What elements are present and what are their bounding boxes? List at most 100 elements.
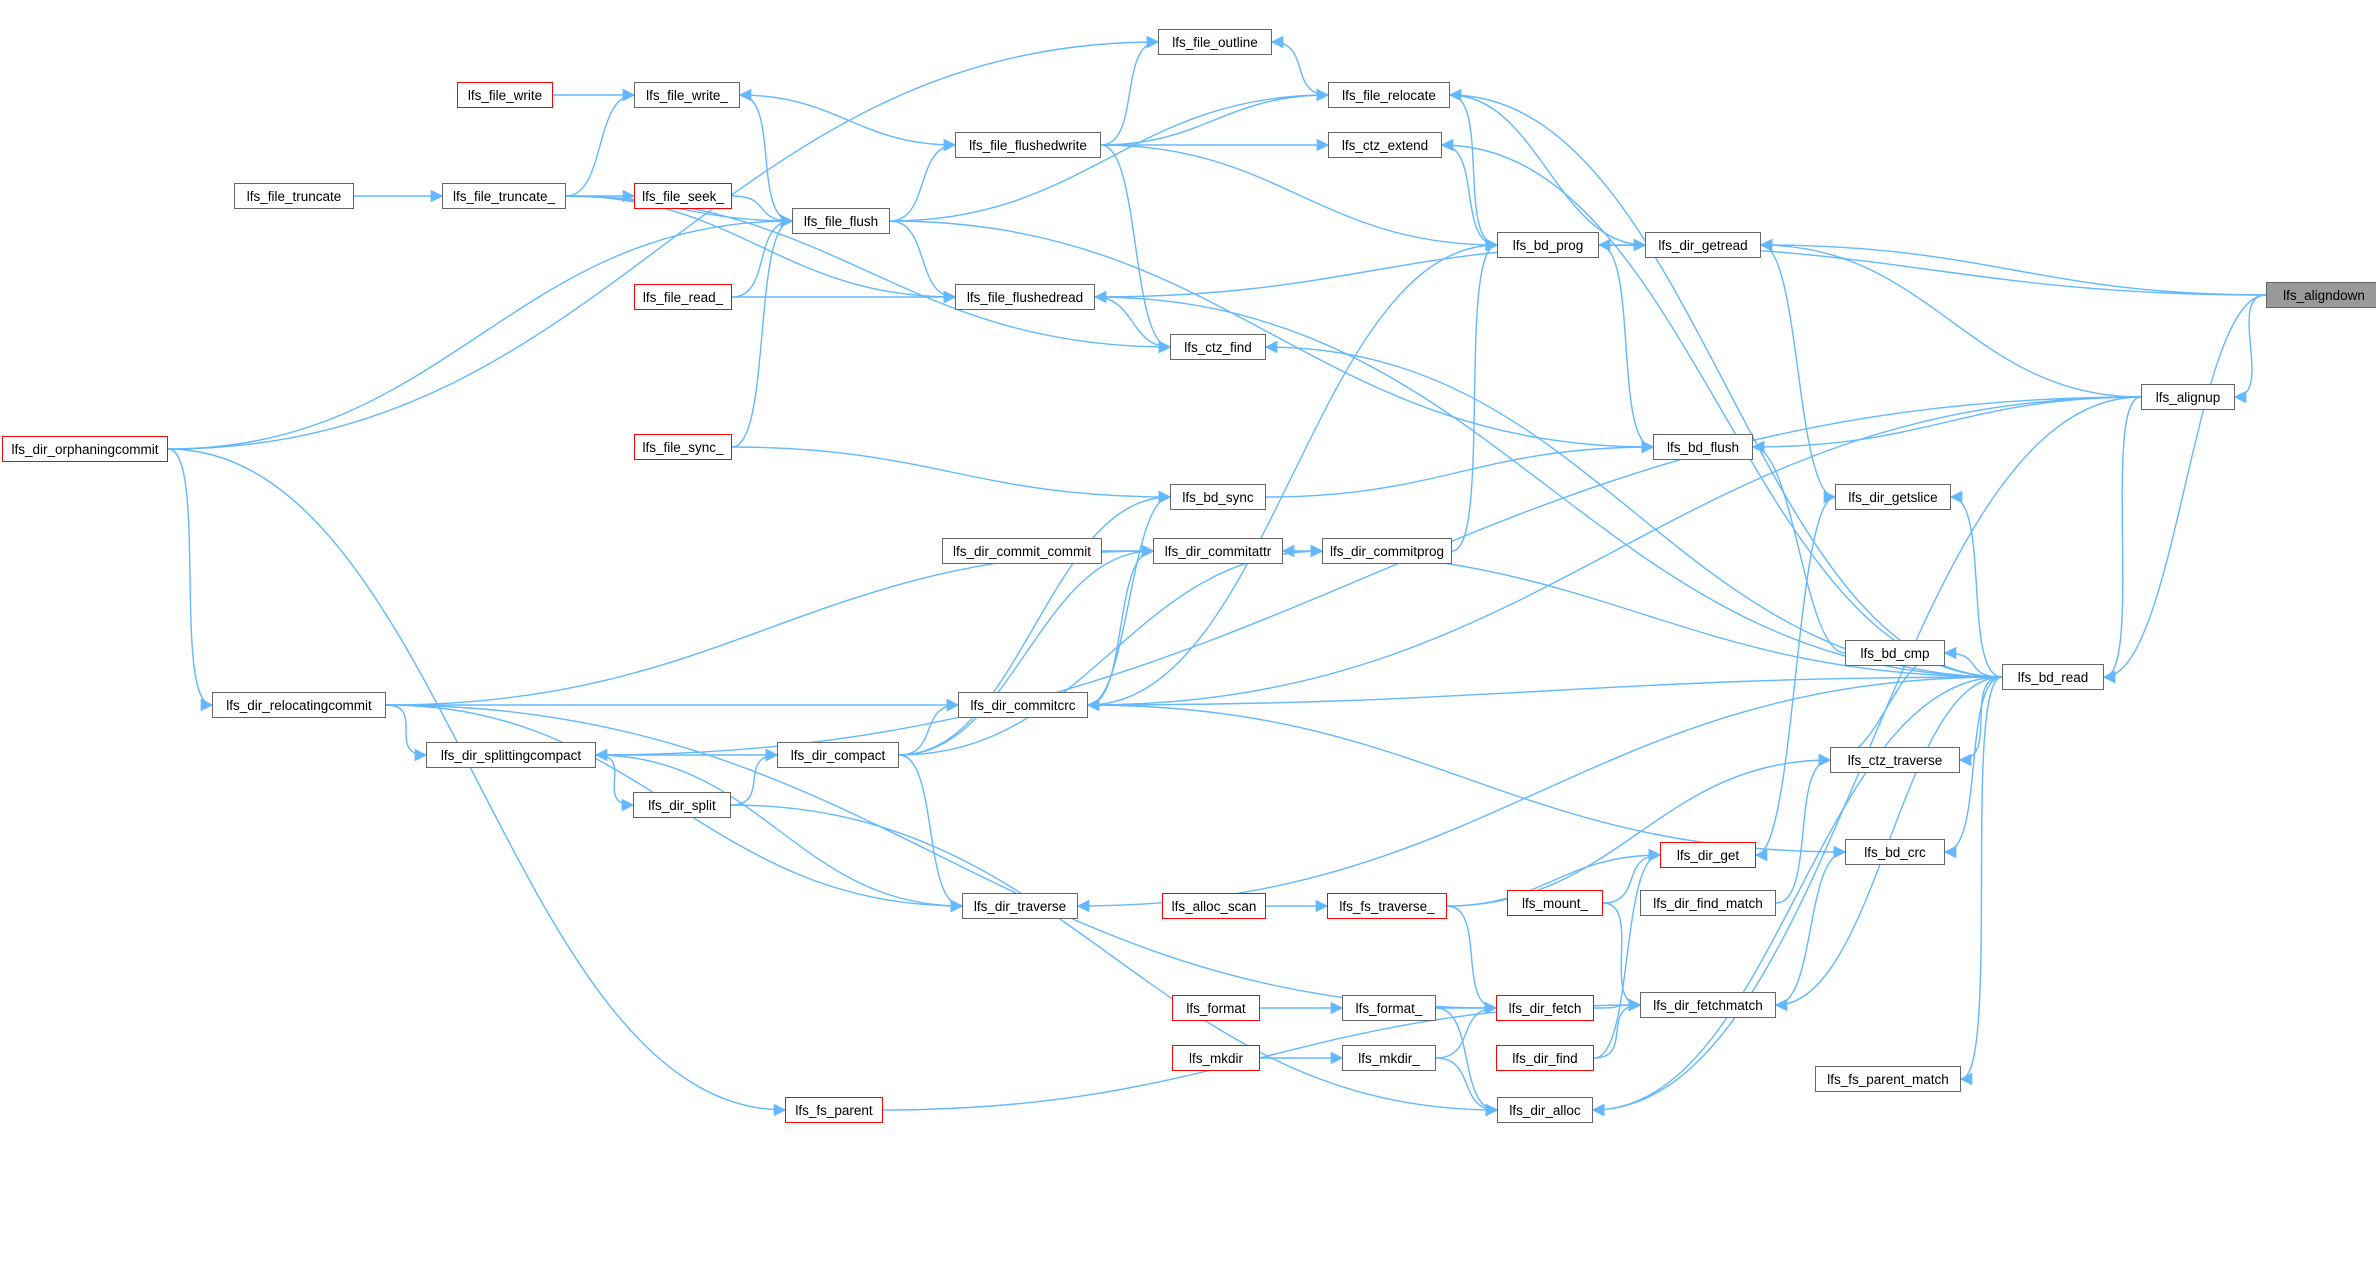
edge-lfs_file_flush-to-lfs_bd_flush: [889, 220, 1655, 454]
edge-lfs_dir_orphaningcommit-to-lfs_dir_relocatingcommit: [167, 448, 214, 712]
edge-lfs_dir_orphaningcommit-to-lfs_file_outline: [167, 35, 1160, 450]
edge-lfs_alignup-to-lfs_bd_flush: [1751, 396, 2142, 454]
edge-lfs_file_relocate-to-lfs_file_outline: [1270, 35, 1329, 96]
edge-lfs_bd_prog-to-lfs_bd_flush: [1598, 244, 1655, 454]
node-lfs-dir-fetch[interactable]: lfs_dir_fetch: [1496, 995, 1594, 1021]
edge-lfs_dir_orphaningcommit-to-lfs_file_flush: [167, 214, 794, 450]
node-lfs-format-underscore[interactable]: lfs_format_: [1342, 995, 1436, 1021]
edge-lfs_fs_traverse_-to-lfs_dir_fetch: [1446, 905, 1498, 1015]
node-lfs-dir-commitcrc[interactable]: lfs_dir_commitcrc: [958, 692, 1088, 718]
edge-lfs_dir_compact-to-lfs_dir_commitprog: [898, 544, 1324, 756]
edge-lfs_dir_relocatingcommit-to-lfs_dir_commitattr: [385, 544, 1155, 706]
node-lfs-file-flush[interactable]: lfs_file_flush: [792, 208, 890, 234]
node-lfs-file-read-underscore[interactable]: lfs_file_read_: [634, 284, 732, 310]
node-lfs-ctz-extend[interactable]: lfs_ctz_extend: [1328, 132, 1442, 158]
edge-lfs_bd_read-to-lfs_file_flushedread: [1093, 290, 2003, 678]
edge-lfs_dir_commitcrc-to-lfs_dir_commitattr: [1087, 544, 1155, 706]
node-lfs-dir-get[interactable]: lfs_dir_get: [1660, 842, 1756, 868]
node-lfs-bd-crc[interactable]: lfs_bd_crc: [1845, 839, 1945, 865]
node-lfs-fs-parent-match[interactable]: lfs_fs_parent_match: [1815, 1066, 1961, 1092]
node-lfs-ctz-find[interactable]: lfs_ctz_find: [1170, 334, 1266, 360]
node-lfs-bd-sync[interactable]: lfs_bd_sync: [1170, 484, 1266, 510]
node-lfs-dir-fetchmatch[interactable]: lfs_dir_fetchmatch: [1640, 992, 1776, 1018]
edge-lfs_dir_compact-to-lfs_dir_commitattr: [898, 544, 1155, 756]
node-lfs-file-truncate-underscore[interactable]: lfs_file_truncate_: [442, 183, 566, 209]
edge-lfs_dir_fetchmatch-to-lfs_bd_crc: [1775, 845, 1847, 1006]
node-lfs-file-seek-underscore[interactable]: lfs_file_seek_: [634, 183, 732, 209]
edge-lfs_aligndown-to-lfs_dir_getread: [1759, 238, 2267, 296]
node-lfs-dir-relocatingcommit[interactable]: lfs_dir_relocatingcommit: [212, 692, 386, 718]
edge-lfs_dir_compact-to-lfs_bd_sync: [898, 490, 1172, 756]
edge-lfs_file_flushedwrite-to-lfs_bd_prog: [1100, 144, 1499, 252]
edge-lfs_aligndown-to-lfs_alignup: [2233, 294, 2267, 404]
edge-lfs_file_sync_-to-lfs_bd_sync: [731, 446, 1172, 504]
node-lfs-bd-prog[interactable]: lfs_bd_prog: [1497, 232, 1599, 258]
edge-lfs_dir_split-to-lfs_dir_compact: [730, 748, 779, 806]
edge-lfs_file_seek_-to-lfs_file_flush: [731, 195, 794, 228]
node-lfs-mkdir-underscore[interactable]: lfs_mkdir_: [1342, 1045, 1436, 1071]
node-lfs-fs-traverse-underscore[interactable]: lfs_fs_traverse_: [1327, 893, 1447, 919]
node-lfs-dir-orphaningcommit[interactable]: lfs_dir_orphaningcommit: [2, 436, 168, 462]
edge-lfs_file_flushedwrite-to-lfs_ctz_find: [1100, 144, 1172, 354]
node-lfs-file-flushedread[interactable]: lfs_file_flushedread: [955, 284, 1095, 310]
edge-lfs_file_flush-to-lfs_file_relocate: [889, 88, 1330, 222]
edge-lfs_dir_find-to-lfs_dir_get: [1593, 848, 1662, 1059]
edge-lfs_dir_splittingcompact-to-lfs_dir_traverse: [595, 754, 964, 913]
node-lfs-file-truncate[interactable]: lfs_file_truncate: [234, 183, 354, 209]
node-lfs-dir-alloc[interactable]: lfs_dir_alloc: [1497, 1097, 1593, 1123]
node-lfs-format[interactable]: lfs_format: [1172, 995, 1260, 1021]
node-lfs-dir-traverse[interactable]: lfs_dir_traverse: [962, 893, 1078, 919]
edge-lfs_dir_relocatingcommit-to-lfs_dir_fetch: [385, 704, 1498, 1015]
node-lfs-file-outline[interactable]: lfs_file_outline: [1158, 29, 1272, 55]
edge-lfs_dir_relocatingcommit-to-lfs_dir_splittingcompact: [385, 704, 428, 762]
node-lfs-dir-splittingcompact[interactable]: lfs_dir_splittingcompact: [426, 742, 596, 768]
node-lfs-file-relocate[interactable]: lfs_file_relocate: [1328, 82, 1450, 108]
edge-lfs_alignup-to-lfs_dir_splittingcompact: [594, 396, 2142, 762]
node-lfs-dir-compact[interactable]: lfs_dir_compact: [777, 742, 899, 768]
node-lfs-file-sync-underscore[interactable]: lfs_file_sync_: [634, 434, 732, 460]
edge-lfs_aligndown-to-lfs_bd_read: [2102, 294, 2267, 684]
node-lfs-dir-commitprog[interactable]: lfs_dir_commitprog: [1322, 538, 1452, 564]
node-lfs-fs-parent[interactable]: lfs_fs_parent: [785, 1097, 883, 1123]
node-lfs-bd-flush[interactable]: lfs_bd_flush: [1653, 434, 1753, 460]
node-lfs-file-write[interactable]: lfs_file_write: [457, 82, 553, 108]
node-lfs-dir-find-match[interactable]: lfs_dir_find_match: [1640, 890, 1776, 916]
node-lfs-dir-getslice[interactable]: lfs_dir_getslice: [1835, 484, 1951, 510]
edge-lfs_mount_-to-lfs_dir_fetchmatch: [1602, 902, 1642, 1012]
node-lfs-alignup[interactable]: lfs_alignup: [2141, 384, 2235, 410]
node-lfs-file-write-underscore[interactable]: lfs_file_write_: [634, 82, 740, 108]
edge-lfs_file_write_-to-lfs_file_flushedwrite: [739, 94, 957, 152]
edge-lfs_dir_commitcrc-to-lfs_bd_sync: [1087, 490, 1172, 706]
node-lfs-bd-cmp[interactable]: lfs_bd_cmp: [1845, 640, 1945, 666]
edge-lfs_file_flush-to-lfs_file_flushedwrite: [889, 138, 957, 222]
edge-lfs_dir_orphaningcommit-to-lfs_fs_parent: [167, 448, 787, 1117]
node-lfs-dir-commit-commit[interactable]: lfs_dir_commit_commit: [942, 538, 1102, 564]
node-lfs-dir-getread[interactable]: lfs_dir_getread: [1645, 232, 1761, 258]
node-lfs-mount-underscore[interactable]: lfs_mount_: [1507, 890, 1603, 916]
edge-lfs_bd_sync-to-lfs_bd_flush: [1265, 440, 1655, 498]
edge-lfs_bd_read-to-lfs_dir_traverse: [1076, 676, 2003, 913]
edge-lfs_bd_read-to-lfs_ctz_traverse: [1958, 676, 2003, 767]
edge-lfs_dir_getread-to-lfs_dir_getslice: [1760, 244, 1837, 504]
edge-lfs_ctz_extend-to-lfs_bd_prog: [1441, 144, 1499, 252]
edge-lfs_bd_read-to-lfs_ctz_find: [1264, 340, 2003, 678]
edge-lfs_dir_commitcrc-to-lfs_bd_prog: [1087, 238, 1499, 706]
node-lfs-aligndown: lfs_aligndown: [2266, 282, 2376, 308]
edge-lfs_dir_commitprog-to-lfs_bd_prog: [1451, 238, 1499, 552]
node-lfs-dir-split[interactable]: lfs_dir_split: [633, 792, 731, 818]
node-lfs-ctz-traverse[interactable]: lfs_ctz_traverse: [1830, 747, 1960, 773]
edge-lfs_alignup-to-lfs_dir_getread: [1759, 238, 2142, 398]
edge-lfs_alignup-to-lfs_dir_commitcrc: [1086, 396, 2142, 712]
node-lfs-bd-read[interactable]: lfs_bd_read: [2002, 664, 2104, 690]
node-lfs-dir-find[interactable]: lfs_dir_find: [1496, 1045, 1594, 1071]
edges-layer: [167, 35, 2267, 1117]
node-lfs-file-flushedwrite[interactable]: lfs_file_flushedwrite: [955, 132, 1101, 158]
edge-lfs_file_flushedwrite-to-lfs_file_outline: [1100, 35, 1160, 146]
edge-lfs_mkdir_-to-lfs_dir_alloc: [1435, 1057, 1499, 1117]
node-lfs-alloc-scan[interactable]: lfs_alloc_scan: [1162, 893, 1266, 919]
edge-lfs_file_flush-to-lfs_file_write_: [738, 88, 793, 222]
edge-lfs_dir_getslice-to-lfs_dir_get: [1754, 496, 1836, 862]
node-lfs-dir-commitattr[interactable]: lfs_dir_commitattr: [1153, 538, 1283, 564]
edge-lfs_file_flush-to-lfs_file_flushedread: [889, 220, 957, 304]
node-lfs-mkdir[interactable]: lfs_mkdir: [1172, 1045, 1260, 1071]
